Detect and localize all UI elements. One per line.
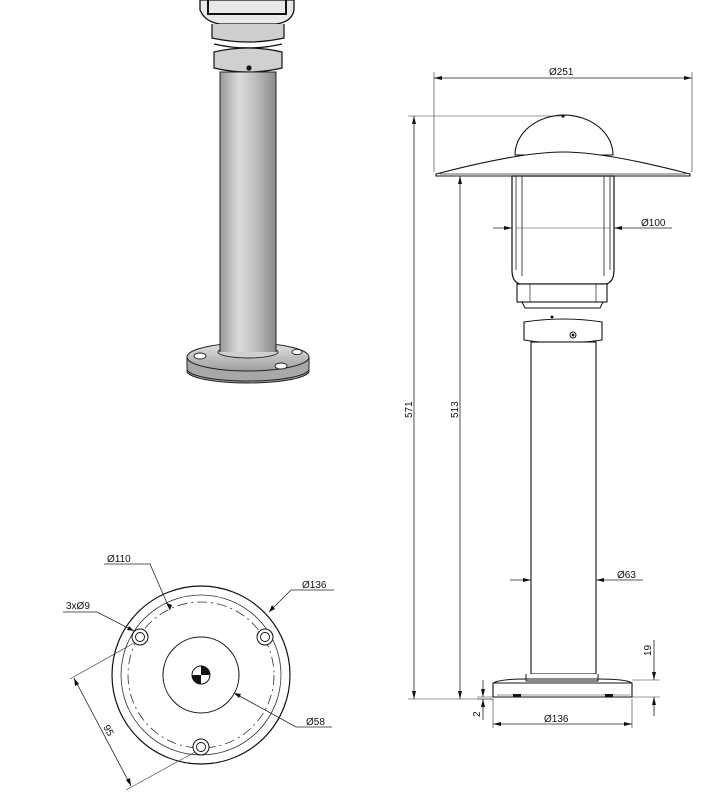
dim-bolt-circle: Ø110 <box>107 554 131 565</box>
top-view: Ø110 Ø136 3xØ9 Ø58 95 <box>63 554 334 791</box>
perspective-view <box>186 0 310 384</box>
dim-hole-spacing: 95 <box>100 723 115 738</box>
dim-pole-diameter: Ø63 <box>617 570 636 581</box>
dim-total-height: 571 <box>404 401 415 418</box>
dim-base-height: 19 <box>643 644 654 656</box>
dim-base-diameter-side: Ø136 <box>544 714 569 725</box>
dim-shade-diameter: Ø251 <box>549 67 574 78</box>
side-view: Ø251 Ø100 571 513 Ø63 Ø136 19 <box>404 67 693 728</box>
dim-shade-height: 513 <box>450 401 461 418</box>
dim-center-diameter: Ø58 <box>306 717 325 728</box>
dim-base-diameter-top: Ø136 <box>302 580 327 591</box>
bolt-hole <box>192 738 210 756</box>
bolt-hole <box>131 628 149 646</box>
bolt-hole <box>256 628 274 646</box>
dim-holes: 3xØ9 <box>66 601 90 612</box>
dim-lamp-diameter: Ø100 <box>641 218 666 229</box>
dim-base-plate: 2 <box>472 711 483 717</box>
